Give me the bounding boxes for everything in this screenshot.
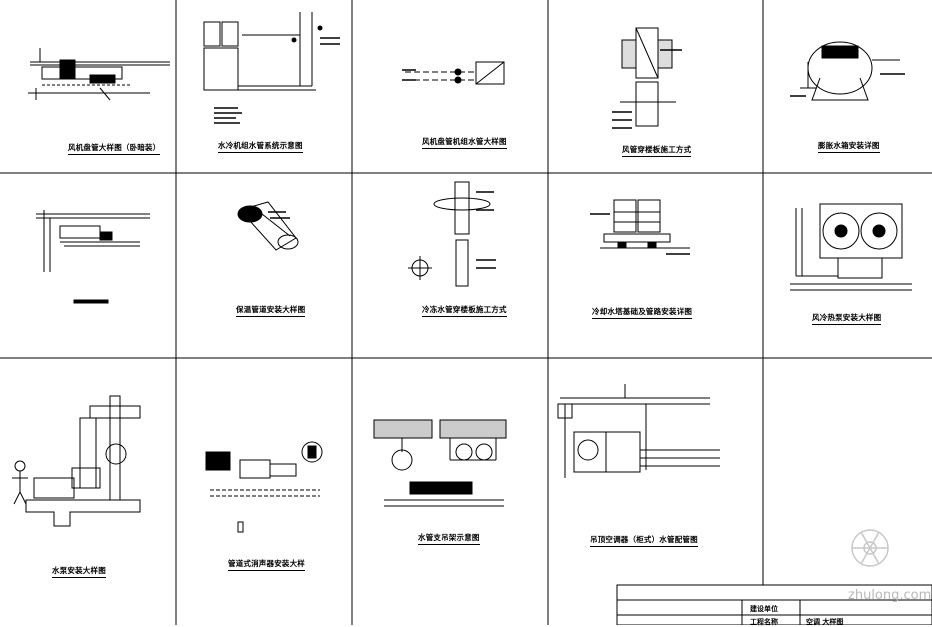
caption-fan-coil-pipe: 风机盘管机组水管大样图	[422, 137, 507, 149]
detail-cooling-tower	[590, 199, 690, 255]
caption-duct-through-floor: 风管穿楼板施工方式	[622, 145, 692, 157]
detail-ceiling-ac-piping	[557, 384, 720, 478]
caption-fan-coil-horizontal: 风机盘管大样图（卧暗装）	[68, 143, 161, 155]
caption-heat-pump: 风冷热泵安装大样图	[812, 313, 882, 325]
detail-heat-pump	[790, 203, 912, 291]
caption-pipe-hangers: 水管支吊架示意图	[418, 533, 480, 545]
title-block-value-project: 空调 大样图	[806, 618, 844, 626]
caption-insulated-pipe: 保温管道安装大样图	[236, 305, 306, 317]
detail-expansion-tank	[790, 41, 905, 101]
watermark-logo	[851, 529, 889, 567]
detail-insulated-pipe	[237, 201, 299, 251]
caption-water-pump: 水泵安装大样图	[52, 566, 106, 578]
detail-ceiling-duct	[36, 210, 150, 304]
title-block-label-client: 建设单位	[750, 605, 778, 613]
detail-fan-coil-horizontal	[28, 48, 170, 101]
caption-water-cooled-system: 水冷机组水管系统示意图	[218, 141, 303, 153]
caption-chilled-pipe-floor: 冷冻水管穿楼板施工方式	[422, 305, 507, 317]
detail-chilled-pipe-floor	[408, 181, 496, 287]
caption-duct-silencer: 管道式消声器安装大样	[228, 559, 305, 571]
detail-pipe-hangers	[373, 419, 507, 507]
caption-ceiling-ac-piping: 吊顶空调器（柜式）水管配管图	[590, 535, 698, 547]
title-block-label-project: 工程名称	[750, 618, 778, 626]
detail-water-pump	[12, 395, 141, 527]
caption-cooling-tower: 冷却水塔基础及管路安装详图	[592, 307, 693, 319]
detail-duct-silencer	[205, 441, 323, 533]
title-block	[616, 584, 932, 625]
caption-expansion-tank: 膨胀水箱安装详图	[818, 141, 880, 153]
watermark-text: zhulong.com	[848, 588, 932, 603]
detail-water-cooled-system	[203, 12, 340, 124]
detail-fan-coil-pipe	[402, 61, 505, 85]
detail-duct-through-floor	[612, 27, 682, 129]
